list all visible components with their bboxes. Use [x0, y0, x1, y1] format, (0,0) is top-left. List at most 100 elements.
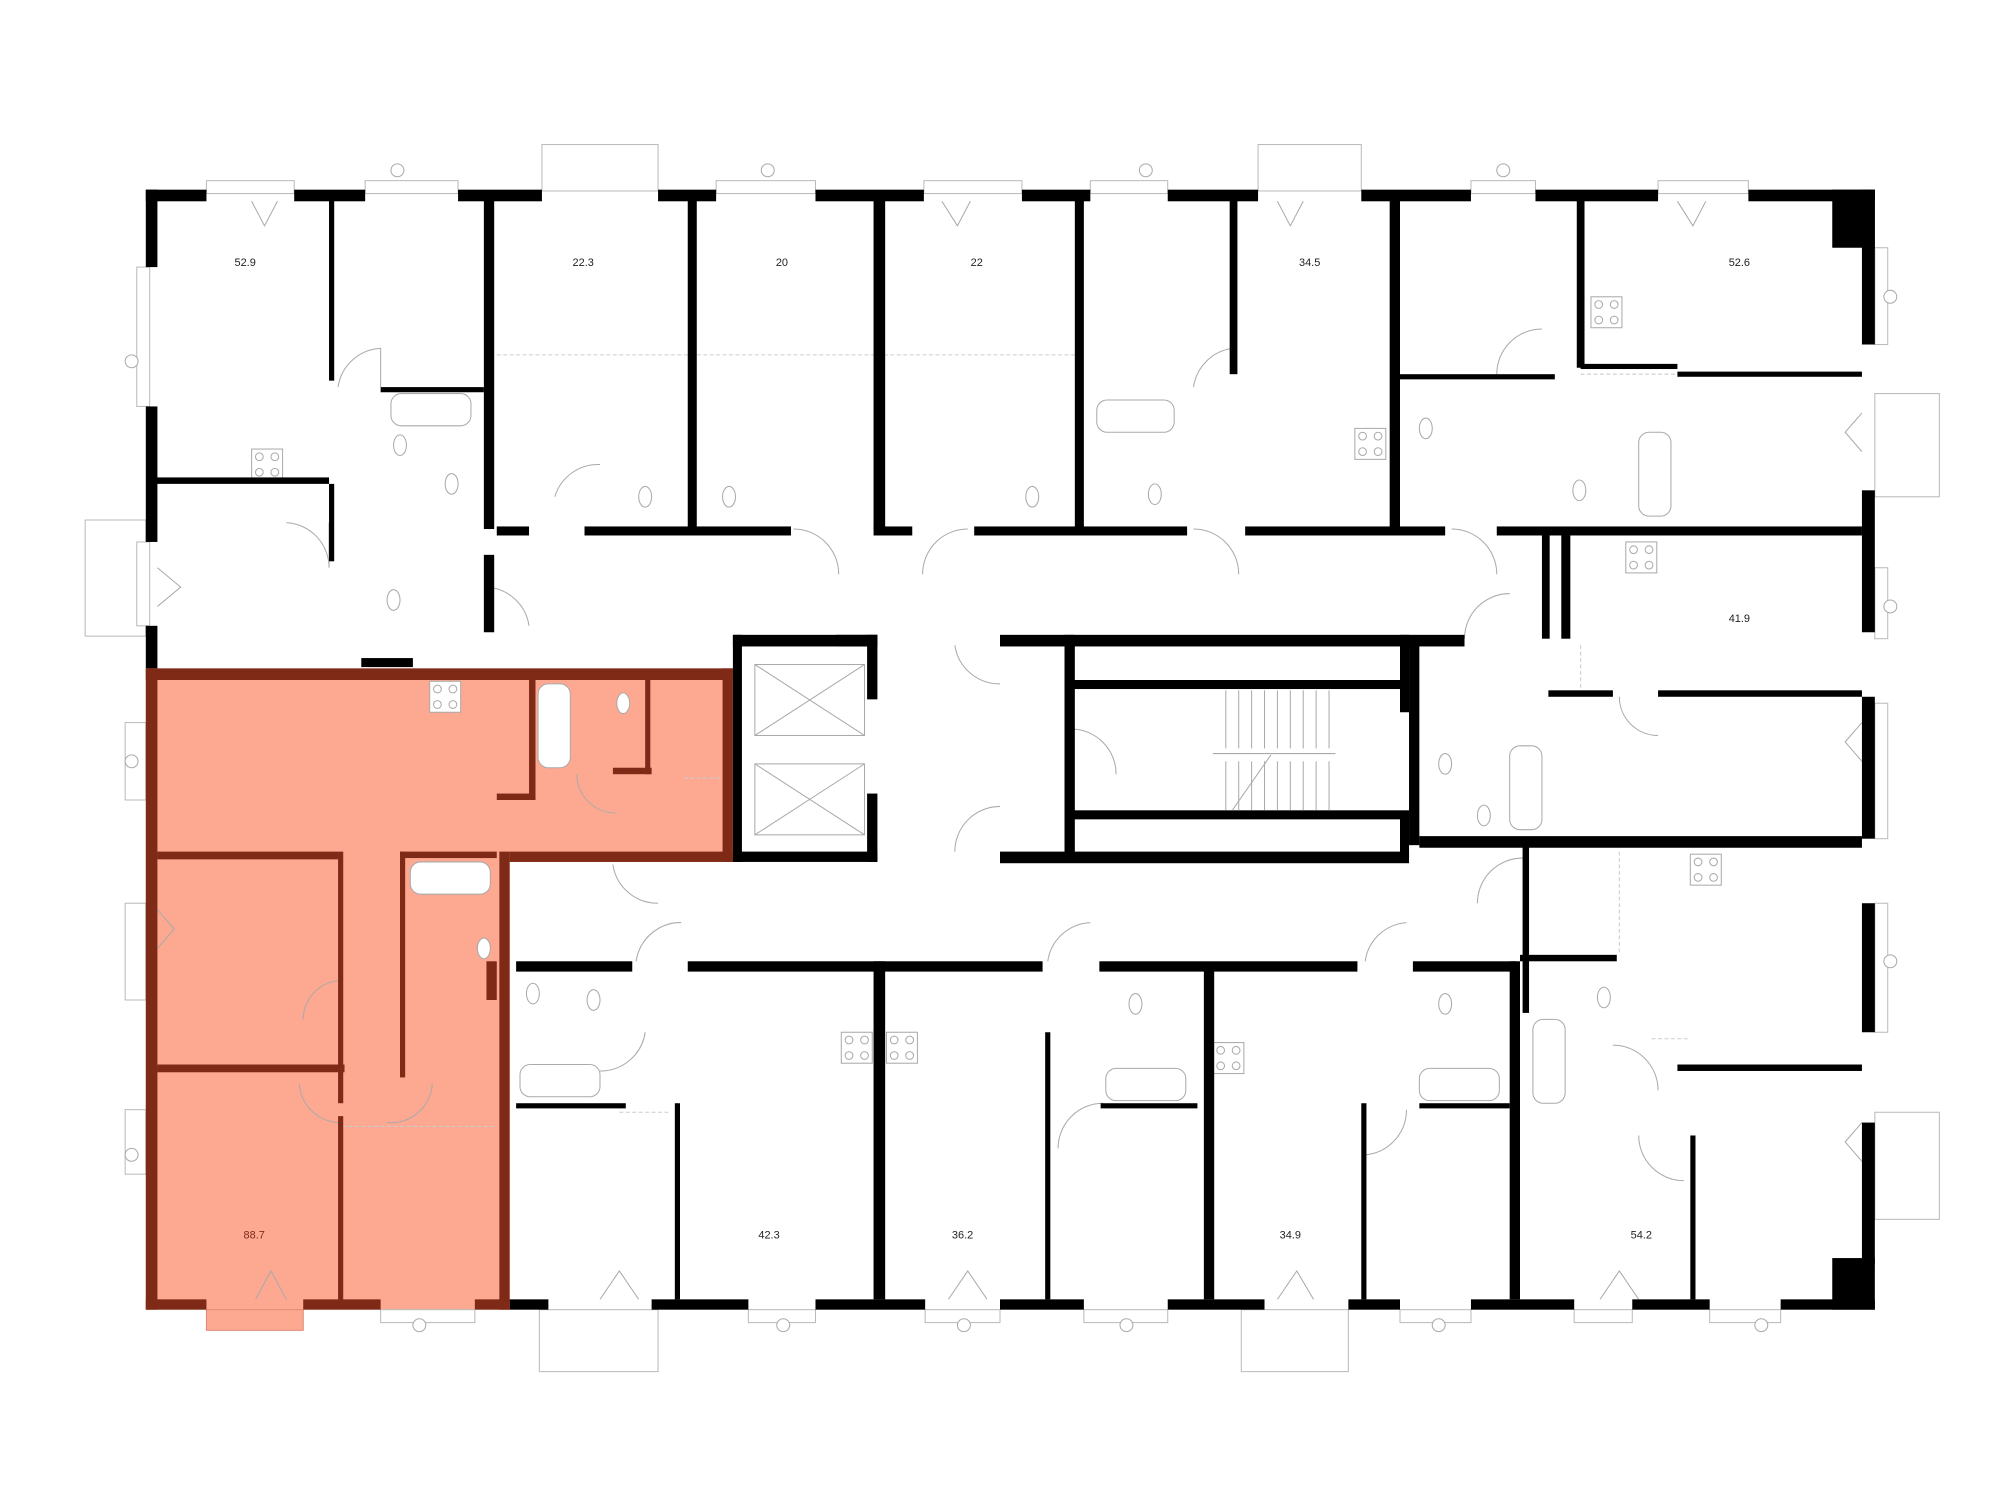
- door-swing: [1612, 1044, 1659, 1091]
- wall: [815, 1299, 926, 1310]
- door-swing: [635, 922, 682, 962]
- door-swing: [599, 1270, 640, 1300]
- wall: [1561, 535, 1571, 639]
- bathtub-icon: [1509, 745, 1543, 831]
- wall: [873, 200, 886, 530]
- area-label[interactable]: 52.6: [1729, 257, 1750, 269]
- window: [1257, 144, 1362, 192]
- bathtub-icon: [1105, 1067, 1187, 1102]
- door-swing: [576, 774, 616, 814]
- door-swing: [1844, 722, 1863, 762]
- burner-icon: [1609, 315, 1619, 325]
- sink-icon: [956, 1318, 971, 1333]
- wall: [974, 526, 1188, 536]
- door-swing: [954, 645, 1001, 685]
- staircase: [1212, 690, 1336, 811]
- toilet-icon: [476, 937, 491, 960]
- wall: [1470, 1299, 1575, 1310]
- wall: [732, 634, 878, 647]
- burner-icon: [1231, 1061, 1241, 1071]
- burner-icon: [1594, 300, 1604, 309]
- wall: [1167, 1299, 1265, 1310]
- toilet-icon: [1438, 753, 1453, 775]
- sink-icon: [412, 1318, 427, 1333]
- burner-icon: [844, 1035, 854, 1045]
- burner-icon: [860, 1035, 869, 1045]
- wall: [145, 625, 158, 669]
- area-label[interactable]: 42.3: [758, 1230, 779, 1242]
- highlighted-wall: [722, 668, 733, 862]
- toilet-icon: [444, 473, 459, 495]
- sink-icon: [124, 354, 139, 369]
- window: [1874, 902, 1889, 1033]
- highlighted-wall: [145, 668, 733, 680]
- wall: [1861, 1122, 1875, 1265]
- area-label[interactable]: 34.5: [1299, 257, 1320, 269]
- area-label[interactable]: 22.3: [573, 257, 594, 269]
- area-label[interactable]: 22: [971, 257, 983, 269]
- wall: [732, 634, 742, 862]
- door-swing: [941, 201, 971, 227]
- wall: [483, 200, 495, 530]
- area-label[interactable]: 36.2: [952, 1230, 973, 1242]
- window: [1470, 180, 1536, 195]
- sink-icon: [390, 163, 405, 178]
- wall: [1400, 812, 1410, 859]
- door-swing: [1844, 412, 1863, 452]
- sink-icon: [760, 163, 775, 178]
- wall: [732, 851, 878, 862]
- wall: [1496, 526, 1862, 536]
- door-swing: [1276, 201, 1304, 227]
- door-swing: [302, 980, 342, 1020]
- burner-icon: [1358, 431, 1367, 441]
- wall: [1000, 851, 1410, 864]
- burner-icon: [254, 467, 264, 477]
- toilet-icon: [638, 485, 653, 508]
- area-label[interactable]: 20: [776, 257, 788, 269]
- wall: [836, 634, 878, 647]
- door-swing: [1844, 1122, 1863, 1162]
- bathtub-icon: [519, 1063, 601, 1098]
- area-label[interactable]: 41.9: [1729, 613, 1750, 625]
- burner-icon: [905, 1051, 915, 1060]
- area-label[interactable]: 34.9: [1280, 1230, 1301, 1242]
- area-label[interactable]: 54.2: [1631, 1230, 1652, 1242]
- bathtub-icon: [1096, 399, 1175, 433]
- wall: [380, 387, 484, 393]
- highlighted-wall: [529, 670, 536, 800]
- burner-icon: [448, 684, 458, 694]
- door-swing: [1364, 922, 1407, 962]
- wall: [873, 526, 913, 536]
- wall: [1229, 200, 1238, 375]
- highlighted-wall: [474, 1299, 510, 1310]
- window: [124, 1109, 147, 1175]
- sink-icon: [124, 1147, 139, 1162]
- window: [1657, 180, 1749, 195]
- area-label[interactable]: 52.9: [234, 257, 255, 269]
- door-swing: [387, 1083, 433, 1124]
- door-swing: [1070, 728, 1117, 775]
- wall: [1203, 970, 1215, 1300]
- area-label-selected[interactable]: 88.7: [244, 1230, 265, 1242]
- wall: [329, 483, 335, 562]
- toilet-icon: [1438, 993, 1453, 1015]
- door-swing: [1276, 1270, 1314, 1300]
- apartment-88-7-highlight[interactable]: [145, 668, 733, 1310]
- burner-icon: [1709, 857, 1718, 867]
- wall: [651, 1299, 749, 1310]
- door-swing: [298, 1083, 342, 1124]
- window: [1709, 1309, 1782, 1324]
- toilet-icon: [1025, 485, 1040, 508]
- door-swing: [1618, 696, 1659, 736]
- wall: [1167, 189, 1259, 202]
- toilet-icon: [386, 589, 401, 611]
- wall: [1100, 1103, 1198, 1109]
- sink-icon: [1138, 163, 1153, 178]
- burner-icon: [433, 684, 442, 694]
- door-swing: [922, 528, 968, 575]
- sink-icon: [124, 754, 139, 769]
- window: [1874, 702, 1889, 840]
- wall: [873, 961, 886, 1300]
- bathtub-icon: [390, 393, 472, 427]
- toilet-icon: [1418, 417, 1433, 440]
